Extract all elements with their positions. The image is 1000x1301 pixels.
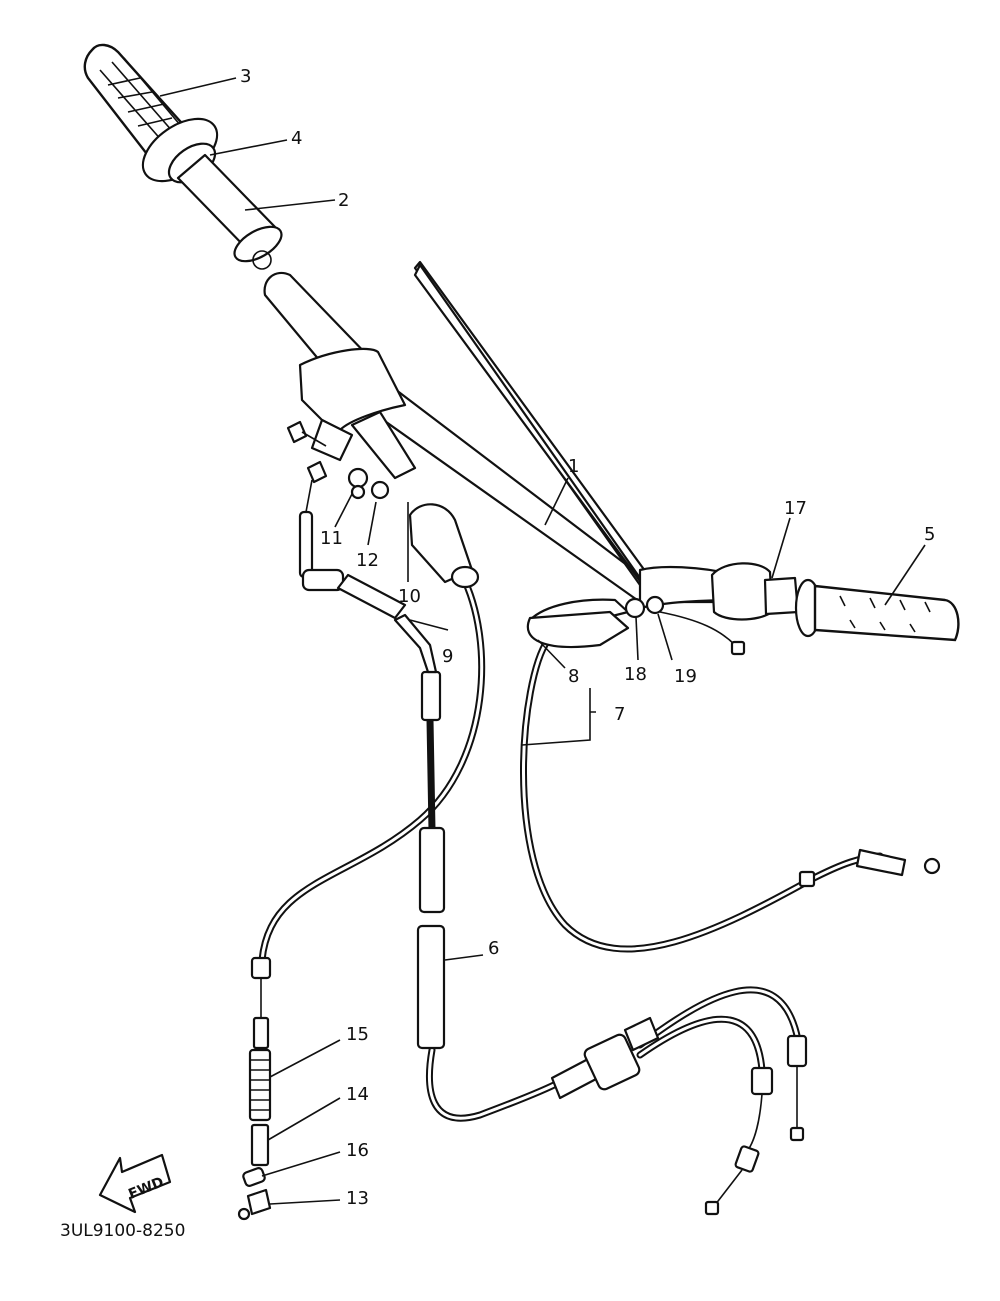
- cable-split: [636, 986, 802, 1074]
- carb-cable-ends: [704, 1034, 808, 1216]
- callout-10: 10: [398, 586, 421, 607]
- callout-2: 2: [338, 190, 349, 211]
- junction-block: [550, 1016, 660, 1100]
- callout-3: 3: [240, 66, 251, 87]
- cable-fitting-left: [250, 956, 272, 1050]
- callout-1: 1: [568, 456, 579, 477]
- spring-15: [248, 1048, 272, 1122]
- cable-center: [426, 716, 564, 1122]
- leader-lines: [159, 77, 926, 1205]
- screw-top: [286, 420, 327, 447]
- clip-13: [237, 1188, 272, 1221]
- left-lever-holder: [408, 503, 480, 589]
- adjuster-14: [250, 1123, 270, 1167]
- callout-11: 11: [320, 528, 343, 549]
- callout-6: 6: [488, 938, 499, 959]
- callout-16: 16: [346, 1140, 369, 1161]
- bolt-11: [347, 467, 369, 500]
- callout-15: 15: [346, 1024, 369, 1045]
- bolt-12: [370, 480, 390, 500]
- cable-left: [258, 571, 486, 964]
- callout-9: 9: [442, 646, 453, 667]
- handlebar-clamp: [298, 347, 417, 480]
- right-cable-end: [798, 848, 941, 888]
- right-lever: [526, 598, 630, 649]
- diagram-code: 3UL9100-8250: [60, 1221, 185, 1241]
- cable-sleeve-6: [393, 613, 446, 1050]
- callout-5: 5: [924, 524, 935, 545]
- callout-17: 17: [784, 498, 807, 519]
- callout-19: 19: [674, 666, 697, 687]
- adjuster-18: [624, 597, 646, 619]
- callout-7: 7: [614, 704, 625, 725]
- callout-18: 18: [624, 664, 647, 685]
- fwd-arrow: FWD: [98, 1153, 172, 1214]
- callout-14: 14: [346, 1084, 369, 1105]
- callout-13: 13: [346, 1188, 369, 1209]
- throttle-housing: [710, 562, 774, 621]
- left-cable-connector: [298, 479, 407, 620]
- right-grip: [763, 576, 960, 642]
- throttle-tube: [176, 153, 283, 270]
- adjuster-19: [645, 595, 746, 656]
- nut-small: [306, 460, 328, 484]
- callout-4: 4: [291, 128, 302, 149]
- callout-12: 12: [356, 550, 379, 571]
- cap-16: [242, 1167, 266, 1187]
- callout-8: 8: [568, 666, 579, 687]
